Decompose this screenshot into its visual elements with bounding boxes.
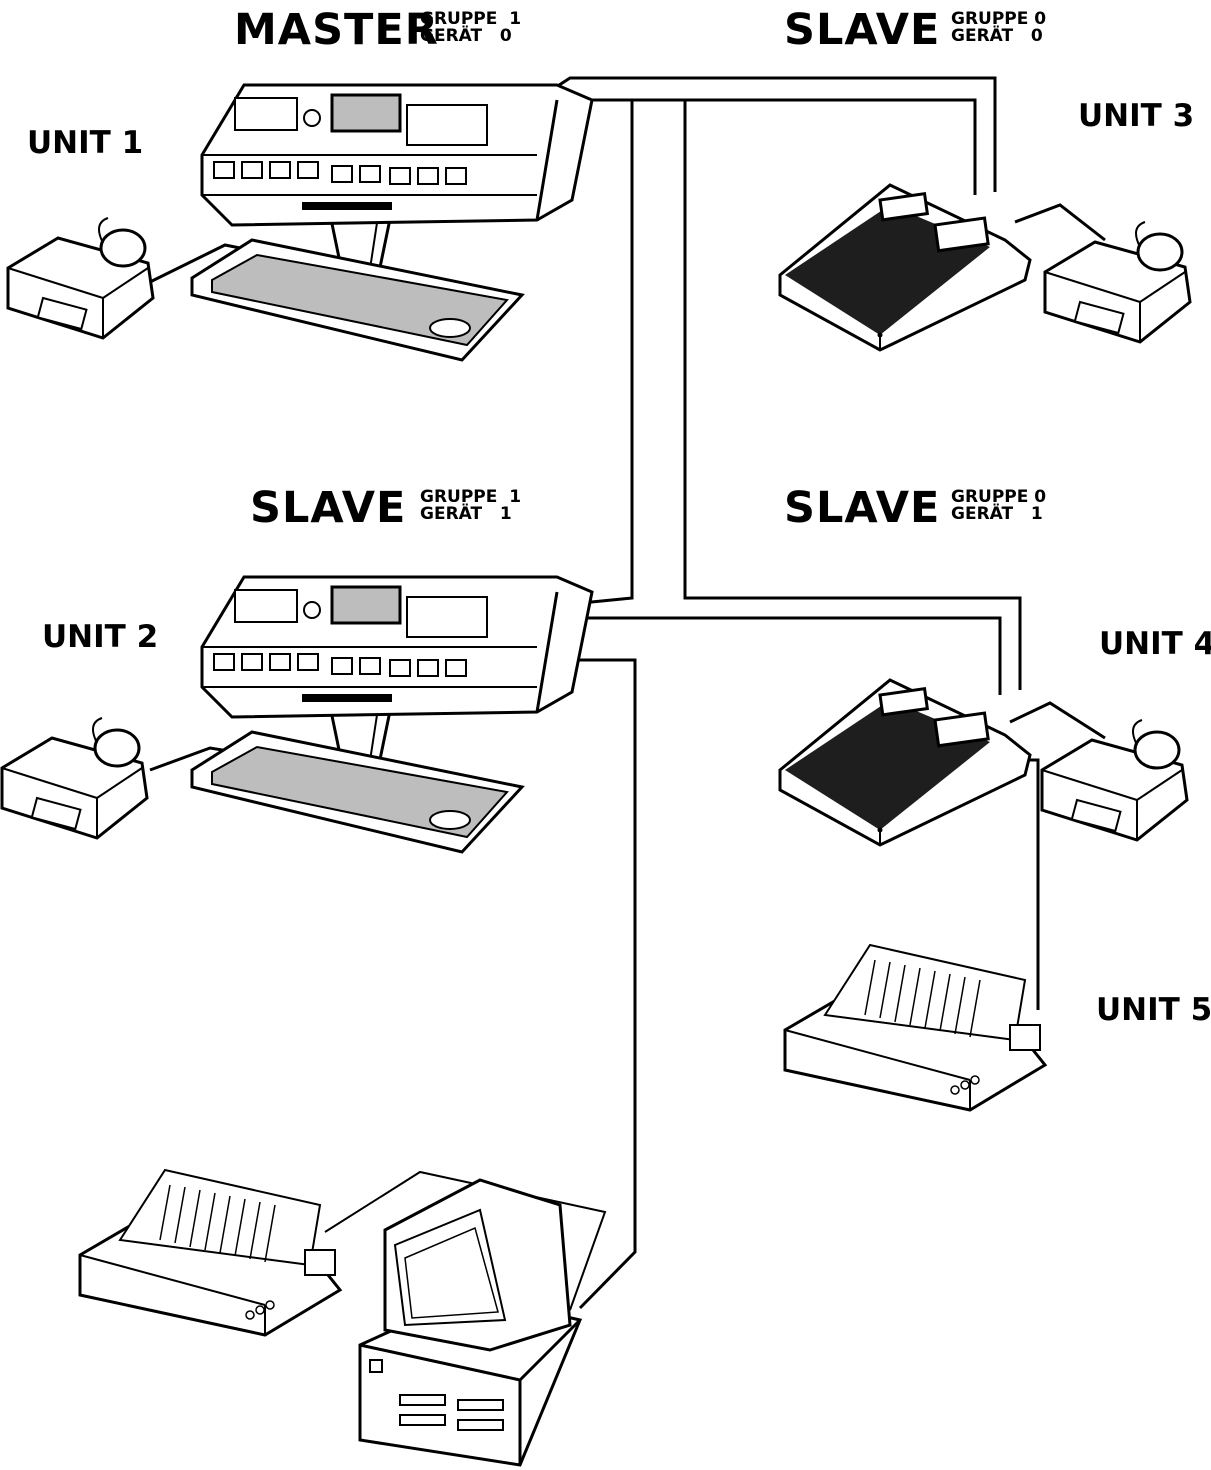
weighing-terminal-icon bbox=[192, 577, 592, 852]
label-printer-icon bbox=[8, 218, 153, 338]
label-printer-icon bbox=[2, 718, 147, 838]
dot-matrix-printer-icon bbox=[785, 945, 1045, 1110]
weighing-terminal-icon bbox=[192, 85, 592, 360]
bench-scale-icon bbox=[780, 680, 1030, 845]
label-printer-icon bbox=[1042, 720, 1187, 840]
cable-unit3-to-unit4-a bbox=[685, 100, 1020, 690]
cable-unit3-printer bbox=[1015, 205, 1105, 240]
dot-matrix-printer-icon bbox=[80, 1170, 340, 1335]
label-printer-icon bbox=[1045, 222, 1190, 342]
cable-unit4-printer bbox=[1010, 703, 1105, 738]
cable-unit4-to-unit5 bbox=[1020, 760, 1038, 1010]
bench-scale-icon bbox=[780, 185, 1030, 350]
desktop-computer-icon bbox=[360, 1180, 580, 1465]
